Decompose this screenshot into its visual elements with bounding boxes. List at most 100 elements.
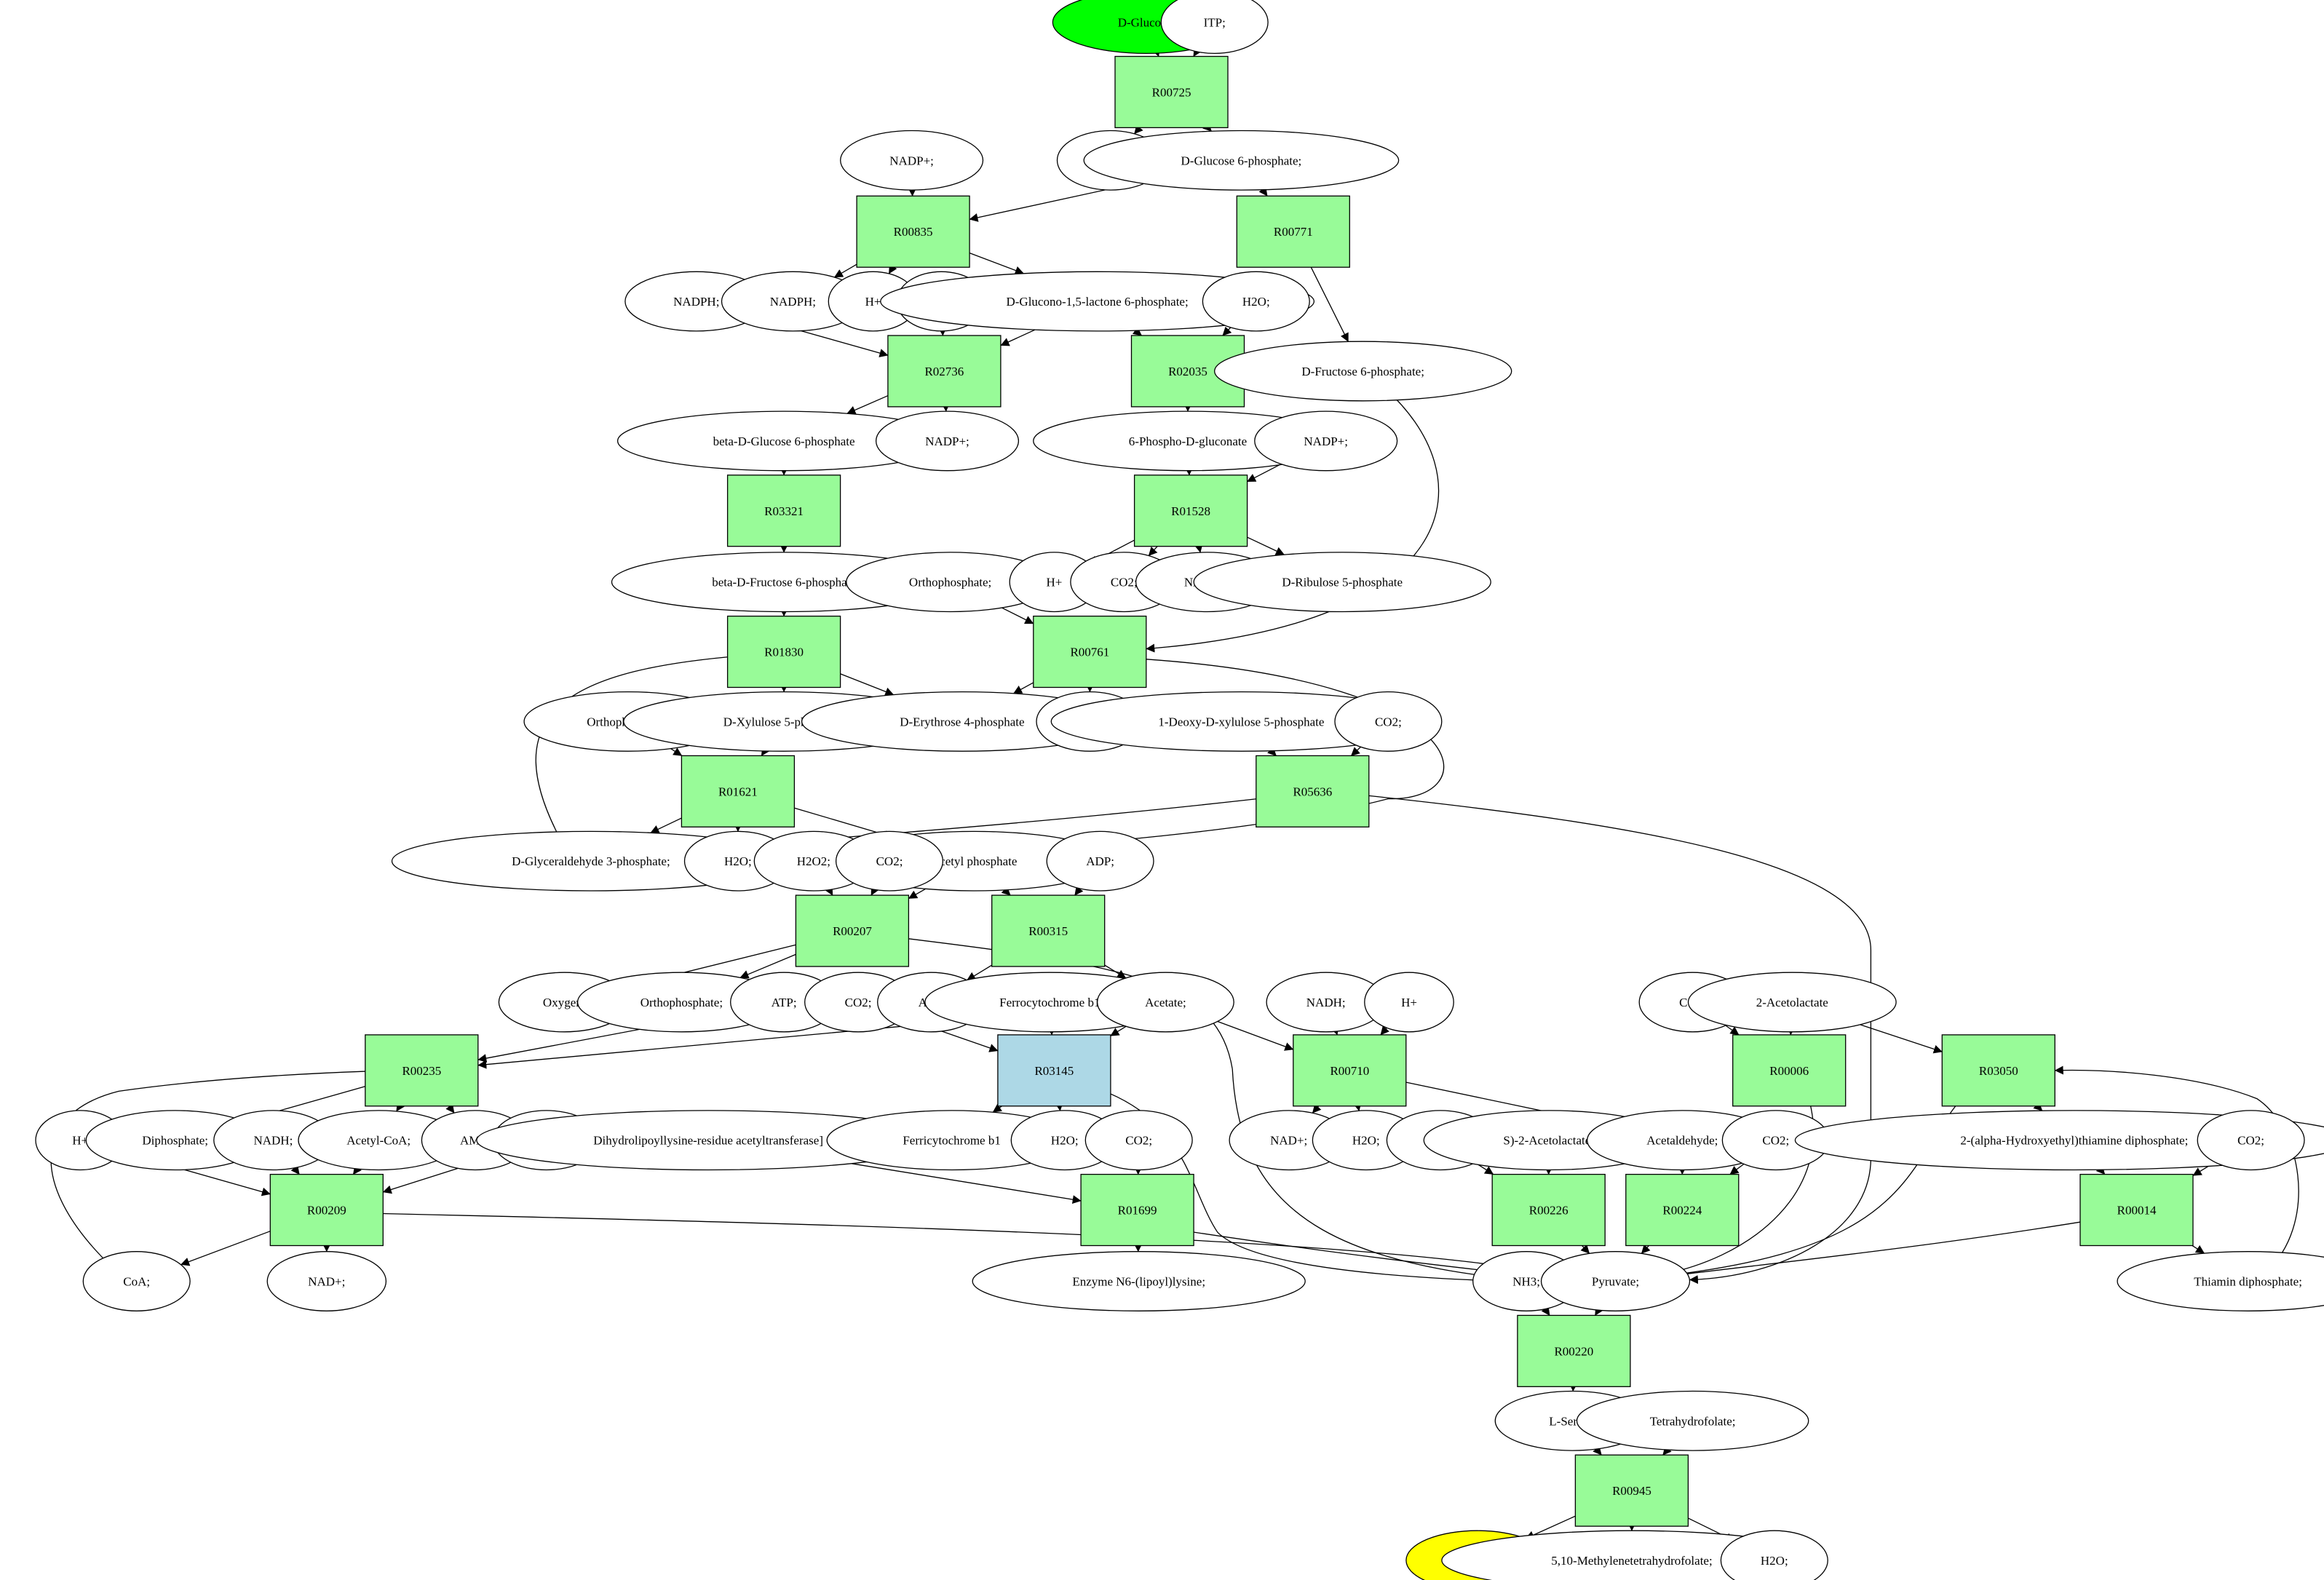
compound-node-m-f6p[interactable]: D-Fructose 6-phosphate;	[1214, 341, 1512, 402]
compound-ellipse	[2117, 1251, 2324, 1311]
compound-node-m-e4p[interactable]: D-Erythrose 4-phosphate	[801, 691, 1123, 752]
compound-node-m-nadph2[interactable]: NADPH;	[721, 271, 865, 332]
reaction-node-r00207[interactable]: R00207	[795, 894, 910, 967]
compound-node-m-gluconolactone[interactable]: D-Glucono-1,5-lactone 6-phosphate;	[880, 271, 1315, 332]
compound-node-m-bg6p[interactable]: beta-D-Glucose 6-phosphate	[616, 410, 951, 472]
compound-node-m-h2o1[interactable]: H2O;	[1202, 271, 1310, 332]
edge-m_adp-to-R00315	[1074, 886, 1084, 896]
compound-node-m-coa[interactable]: CoA;	[82, 1251, 191, 1311]
compound-node-m-h1[interactable]: H+	[828, 271, 919, 332]
reaction-node-r00235[interactable]: R00235	[365, 1034, 479, 1107]
reaction-node-r00226[interactable]: R00226	[1491, 1173, 1606, 1247]
reaction-node-r00835[interactable]: R00835	[856, 195, 970, 268]
compound-node-m-nadp2[interactable]: NADP+;	[875, 410, 1020, 472]
compound-ellipse	[1214, 341, 1512, 402]
edge-m_h2o2b-to-R00207	[825, 886, 833, 896]
compound-node-m-atp1[interactable]: ATP;	[730, 972, 838, 1033]
compound-node-m-co2-7[interactable]: CO2;	[1084, 1110, 1193, 1171]
compound-label: ATP;	[772, 996, 797, 1009]
reaction-node-r03145[interactable]: R03145	[997, 1034, 1111, 1107]
compound-node-m-thf[interactable]: Tetrahydrofolate;	[1576, 1390, 1809, 1451]
compound-label: Acetaldehyde;	[1646, 1134, 1718, 1148]
reaction-node-r05636[interactable]: R05636	[1256, 755, 1370, 827]
compound-node-m-acetylcoa[interactable]: Acetyl-CoA;	[298, 1110, 460, 1171]
reaction-node-r02736[interactable]: R02736	[887, 335, 1002, 408]
compound-label: NAD+;	[308, 1275, 345, 1289]
compound-label: 2-Acetolactate	[1756, 996, 1828, 1009]
reaction-node-r03321[interactable]: R03321	[726, 475, 841, 547]
edge-R00725-to-m_g6p	[1202, 122, 1212, 132]
compound-node-m-hethdp[interactable]: 2-(alpha-Hydroxyethyl)thiamine diphospha…	[1794, 1110, 2324, 1171]
reaction-node-r00006[interactable]: R00006	[1732, 1034, 1847, 1107]
compound-node-m-h2o6[interactable]: H2O;	[1720, 1530, 1828, 1580]
compound-node-m-enzyme[interactable]: Enzyme N6-(lipoyl)lysine;	[972, 1251, 1306, 1311]
edge-R00209-to-m_pyruvate	[354, 1212, 1582, 1282]
compound-node-m-acetolactate[interactable]: 2-Acetolactate	[1687, 972, 1897, 1033]
compound-ellipse	[266, 1251, 387, 1311]
compound-node-m-co2-2[interactable]: CO2;	[1334, 691, 1443, 752]
compound-node-m-co2-10[interactable]: CO2;	[2197, 1110, 2305, 1171]
compound-node-m-itp[interactable]: ITP;	[1160, 0, 1269, 55]
compound-node-m-nadh1[interactable]: NADH;	[1266, 972, 1386, 1033]
reaction-node-r00014[interactable]: R00014	[2079, 1173, 2194, 1247]
compound-node-m-nad2[interactable]: NAD+;	[266, 1251, 387, 1311]
compound-node-m-ferri[interactable]: Ferricytochrome b1	[826, 1110, 1077, 1171]
compound-node-m-h2o5[interactable]: H2O;	[1312, 1110, 1420, 1171]
reaction-node-r01528[interactable]: R01528	[1133, 475, 1248, 547]
compound-node-m-nadp1[interactable]: NADP+;	[840, 130, 984, 191]
compound-node-m-adp[interactable]: ADP;	[1046, 830, 1154, 892]
reaction-node-r00725[interactable]: R00725	[1114, 55, 1229, 129]
compound-label: 2-(alpha-Hydroxyethyl)thiamine diphospha…	[1960, 1134, 2188, 1148]
compound-label: CO2;	[1762, 1134, 1789, 1148]
reaction-node-r00710[interactable]: R00710	[1293, 1034, 1407, 1107]
edge-m_ortho2-to-R01621	[670, 747, 683, 756]
reaction-node-r00315[interactable]: R00315	[991, 894, 1106, 967]
edge-R01528-to-m_nadph3	[1194, 543, 1203, 553]
compound-ellipse	[1687, 972, 1897, 1033]
reaction-label: R02736	[924, 365, 964, 378]
compound-node-m-h2o4[interactable]: H2O;	[1010, 1110, 1119, 1171]
compound-ellipse	[972, 1251, 1306, 1311]
compound-node-m-h3[interactable]: H+	[1009, 552, 1100, 613]
reaction-node-r00945[interactable]: R00945	[1574, 1454, 1689, 1527]
compound-label: NADP+;	[1304, 434, 1348, 448]
reaction-node-r00209[interactable]: R00209	[269, 1173, 384, 1247]
reaction-node-r01830[interactable]: R01830	[726, 615, 841, 688]
compound-ellipse	[1193, 552, 1491, 613]
edge-m_h2o1-to-R02035	[1222, 326, 1232, 336]
compound-node-m-h4[interactable]: H+	[1364, 972, 1454, 1033]
compound-node-m-acetate[interactable]: Acetate;	[1096, 972, 1234, 1033]
reaction-node-r01621[interactable]: R01621	[681, 755, 796, 827]
compound-node-m-thiamin[interactable]: Thiamin diphosphate;	[2117, 1251, 2324, 1311]
reaction-label: R00315	[1028, 924, 1068, 938]
compound-node-m-ortho1[interactable]: Orthophosphate;	[846, 552, 1055, 613]
edge-R00835-to-m_h1	[888, 264, 897, 274]
reaction-node-r00761[interactable]: R00761	[1033, 615, 1147, 688]
reaction-node-r00220[interactable]: R00220	[1517, 1314, 1631, 1387]
compound-label: H2O;	[1242, 295, 1270, 309]
reaction-box	[2079, 1173, 2194, 1247]
compound-label: H+	[1401, 996, 1417, 1009]
compound-node-m-dihydro[interactable]: Dihydrolipoyllysine-residue acetyltransf…	[476, 1110, 940, 1171]
reaction-node-r01699[interactable]: R01699	[1080, 1173, 1194, 1247]
compound-node-m-pyruvate[interactable]: Pyruvate;	[1540, 1251, 1691, 1311]
reaction-node-r00224[interactable]: R00224	[1625, 1173, 1740, 1247]
compound-ellipse	[1254, 410, 1398, 472]
edge-m_nadh2-to-R00209	[290, 1164, 300, 1175]
compound-node-m-ru5p[interactable]: D-Ribulose 5-phosphate	[1193, 552, 1491, 613]
compound-node-m-g6p[interactable]: D-Glucose 6-phosphate;	[1083, 130, 1400, 191]
compound-label: ITP;	[1204, 16, 1226, 30]
compound-label: CO2;	[1375, 715, 1402, 729]
compound-node-m-ga3p[interactable]: D-Glyceraldehyde 3-phosphate;	[391, 830, 790, 892]
compound-node-m-nadp3[interactable]: NADP+;	[1254, 410, 1398, 472]
reaction-node-r00771[interactable]: R00771	[1236, 195, 1350, 268]
compound-label: Ferrocytochrome b1	[999, 996, 1100, 1009]
compound-node-m-co2-3[interactable]: CO2;	[835, 830, 944, 892]
compound-node-m-ortho3[interactable]: Orthophosphate;	[576, 972, 786, 1033]
compound-label: D-Fructose 6-phosphate;	[1301, 365, 1424, 378]
compound-node-m-diphosphate[interactable]: Diphosphate;	[85, 1110, 265, 1171]
reaction-node-r03050[interactable]: R03050	[1941, 1034, 2055, 1107]
compound-label: H+	[865, 295, 881, 309]
compound-label: D-Glyceraldehyde 3-phosphate;	[512, 854, 670, 868]
compound-label: Acetyl-CoA;	[346, 1134, 411, 1148]
